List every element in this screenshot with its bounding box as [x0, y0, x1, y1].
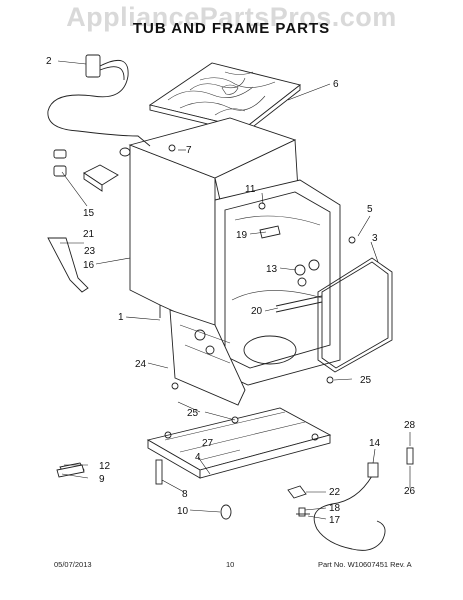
callout-8: 8 [182, 489, 188, 500]
leveling-parts [56, 144, 356, 520]
footer-page-number: 10 [226, 560, 235, 569]
callout-28: 28 [404, 420, 416, 431]
callout-labels: 2 6 7 11 5 3 19 13 20 15 21 23 16 1 24 2… [46, 56, 416, 526]
callout-15: 15 [83, 208, 95, 219]
callout-4: 4 [195, 452, 201, 463]
callout-3: 3 [372, 233, 378, 244]
tub-assembly [169, 179, 341, 406]
callout-1: 1 [118, 312, 124, 323]
callout-6: 6 [333, 79, 339, 90]
callout-5: 5 [367, 204, 373, 215]
callout-17: 17 [329, 515, 341, 526]
callout-25-right: 25 [360, 375, 372, 386]
callout-26: 26 [404, 486, 416, 497]
callout-23: 23 [84, 246, 96, 257]
page-title: TUB AND FRAME PARTS [132, 20, 331, 37]
base-frame [146, 407, 332, 479]
footer-date: 05/07/2013 [54, 560, 92, 569]
callout-25-left: 25 [187, 408, 199, 419]
inlet-hose [47, 54, 151, 157]
callout-11: 11 [245, 184, 256, 195]
footer-part-number: Part No. W10607451 Rev. A [318, 560, 412, 569]
callout-10: 10 [177, 506, 189, 517]
callout-13: 13 [266, 264, 278, 275]
callout-20: 20 [251, 306, 263, 317]
callout-16: 16 [83, 260, 95, 271]
callout-22: 22 [329, 487, 341, 498]
side-bracket [47, 237, 89, 293]
callout-19: 19 [236, 230, 248, 241]
small-parts-left [53, 149, 119, 192]
power-cord [287, 447, 414, 551]
callout-9: 9 [99, 474, 105, 485]
callout-27: 27 [202, 438, 214, 449]
leader-lines [57, 60, 411, 520]
callout-21: 21 [83, 229, 95, 240]
door-gasket [317, 257, 393, 373]
watermark: AppliancePartsPros.com [66, 2, 397, 32]
callout-2: 2 [46, 56, 52, 67]
callout-18: 18 [329, 503, 341, 514]
callout-14: 14 [369, 438, 381, 449]
callout-24: 24 [135, 359, 147, 370]
callout-12: 12 [99, 461, 111, 472]
callout-7: 7 [186, 145, 192, 156]
